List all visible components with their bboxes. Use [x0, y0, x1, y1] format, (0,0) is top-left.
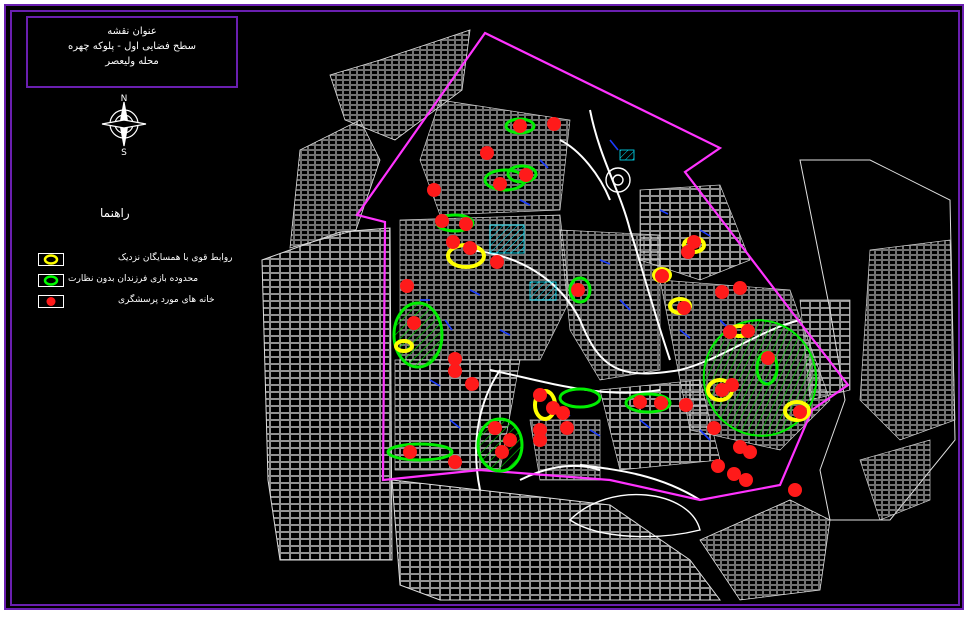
north-letter: N — [121, 94, 128, 104]
green-zones — [386, 117, 818, 473]
surveyed-house-dots — [400, 117, 807, 497]
title-block: عنوان نقشه سطح فضایی اول - پلوکه چهره مح… — [26, 16, 238, 88]
north-arrow: N S — [101, 94, 147, 156]
legend-swatch — [38, 252, 64, 266]
outer-parcels-south — [391, 479, 831, 601]
main-roads — [469, 109, 801, 501]
roundabouts — [568, 167, 701, 538]
green-ring-icon — [43, 274, 59, 286]
legend-label-strong-ties: روابط قوی با همسایگان نزدیک — [118, 253, 233, 263]
legend-swatch — [38, 273, 64, 287]
yellow-ring-icon — [43, 253, 59, 265]
legend-title: راهنما — [100, 206, 130, 220]
outer-parcels-east — [799, 159, 956, 521]
legend-item-play-area — [38, 272, 64, 288]
legend-item-surveyed-houses — [38, 293, 64, 309]
compass-rose-icon — [101, 101, 147, 147]
map-frame-inner — [10, 10, 960, 606]
legend-label-surveyed-houses: خانه های مورد پرسشگری — [118, 295, 215, 305]
study-area-boundary — [355, 31, 850, 502]
red-dot-icon — [46, 296, 56, 306]
title-line-2: سطح فضایی اول - پلوکه چهره — [68, 41, 196, 52]
legend-label-play-area: محدوده بازی فرزندان بدون نظارت — [68, 274, 199, 284]
south-letter: S — [121, 148, 127, 156]
title-line-1: عنوان نقشه — [107, 26, 157, 37]
legend-swatch — [38, 294, 64, 308]
cyan-patches — [489, 149, 635, 301]
legend-item-strong-ties — [38, 251, 64, 267]
title-line-3: محله ولیعصر — [105, 56, 159, 67]
